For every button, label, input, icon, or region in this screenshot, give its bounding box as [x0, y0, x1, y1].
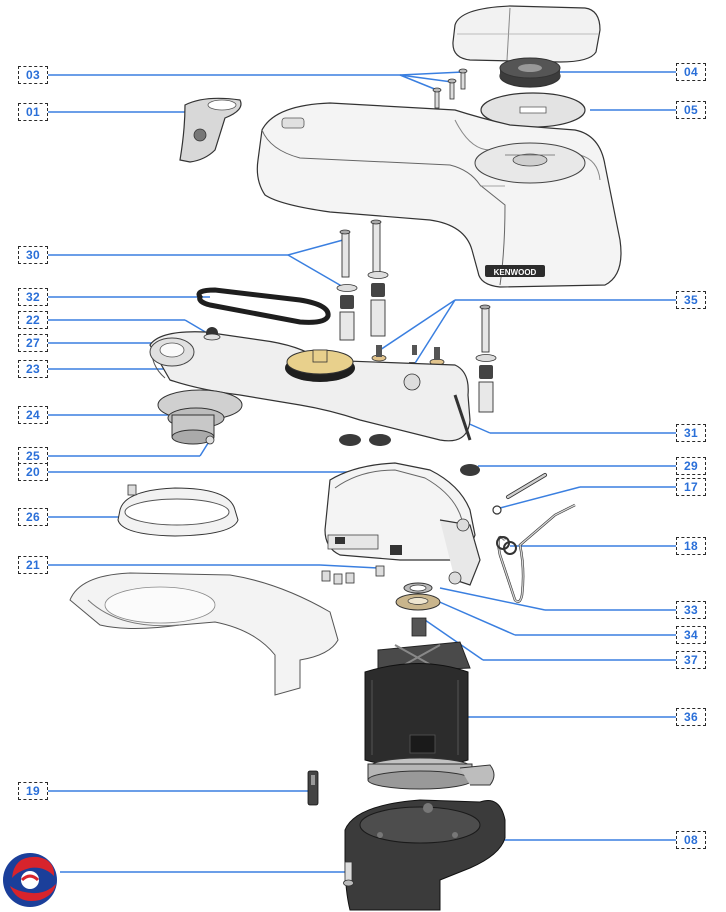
callout-19: 19 [18, 782, 48, 800]
callout-23: 23 [18, 360, 48, 378]
brand-text: KENWOOD [494, 268, 537, 277]
callout-31: 31 [676, 424, 706, 442]
callout-08: 08 [676, 831, 706, 849]
part-21-sleeves [321, 565, 385, 585]
part-05-disc [480, 92, 586, 128]
fan-shroud [69, 572, 339, 696]
callout-21: 21 [18, 556, 48, 574]
callout-27: 27 [18, 334, 48, 352]
callout-04: 04 [676, 63, 706, 81]
bottom-screw [343, 861, 354, 887]
callout-30: 30 [18, 246, 48, 264]
part-01-clip [179, 97, 242, 163]
callout-03: 03 [18, 66, 48, 84]
callout-20: 20 [18, 463, 48, 481]
callout-29: 29 [676, 457, 706, 475]
part-20-frame [324, 462, 481, 586]
part-35-fixings [371, 304, 497, 413]
callout-33: 33 [676, 601, 706, 619]
part-32-drive-belt [196, 287, 331, 325]
callout-22: 22 [18, 311, 48, 329]
callout-26: 26 [18, 508, 48, 526]
callout-17: 17 [676, 478, 706, 496]
part-17-pin [492, 473, 547, 515]
brand-logo [3, 853, 57, 907]
main-housing: KENWOOD [256, 102, 622, 288]
part-08-base-cover [344, 799, 506, 911]
part-18-spring-lever [496, 503, 576, 603]
callout-34: 34 [676, 626, 706, 644]
callout-18: 18 [676, 537, 706, 555]
gearbox-chassis [149, 327, 480, 476]
part-33-34-washers [395, 582, 441, 611]
top-cover [452, 5, 601, 63]
part-26-ring [117, 484, 239, 537]
callout-05: 05 [676, 101, 706, 119]
callout-35: 35 [676, 291, 706, 309]
part-30-bolts [336, 219, 389, 341]
callout-36: 36 [676, 708, 706, 726]
part-19-clip [307, 770, 319, 806]
part-36-motor [364, 617, 495, 790]
callout-37: 37 [676, 651, 706, 669]
callout-24: 24 [18, 406, 48, 424]
callout-01: 01 [18, 103, 48, 121]
part-04-outlet-ring [499, 57, 561, 88]
callout-32: 32 [18, 288, 48, 306]
part-03-screws [432, 68, 468, 109]
